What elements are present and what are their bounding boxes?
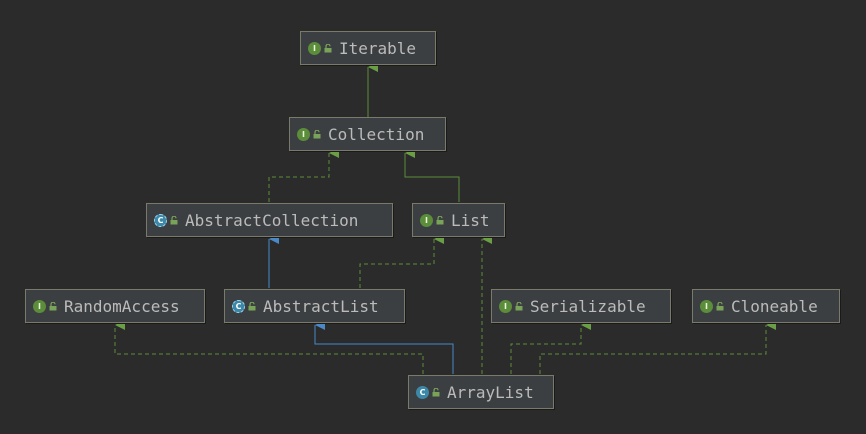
class-icon: C xyxy=(416,385,429,399)
public-lock-icon xyxy=(716,301,724,310)
node-iterable[interactable]: I Iterable xyxy=(300,31,436,65)
abstract-class-icon: C xyxy=(232,299,245,313)
node-list[interactable]: I List xyxy=(412,203,505,237)
node-label: Iterable xyxy=(339,38,417,58)
public-lock-icon xyxy=(324,43,332,52)
node-label: Cloneable xyxy=(731,296,818,316)
node-label: AbstractList xyxy=(263,296,379,316)
interface-icon: I xyxy=(700,299,713,313)
node-serializable[interactable]: I Serializable xyxy=(491,289,671,323)
node-label: RandomAccess xyxy=(64,296,180,316)
edge-arraylist-randomaccess xyxy=(114,320,424,374)
interface-icon: I xyxy=(33,299,46,313)
node-random-access[interactable]: I RandomAccess xyxy=(25,289,205,323)
public-lock-icon xyxy=(170,215,178,224)
edge-arraylist-cloneable xyxy=(539,320,776,374)
node-abstract-list[interactable]: C AbstractList xyxy=(224,289,405,323)
public-lock-icon xyxy=(248,301,256,310)
abstract-class-icon: C xyxy=(154,213,167,227)
edge-abstractlist-list xyxy=(359,234,444,288)
node-label: ArrayList xyxy=(447,382,534,402)
interface-icon: I xyxy=(297,127,310,141)
node-label: Collection xyxy=(328,124,425,144)
node-label: AbstractCollection xyxy=(185,210,359,230)
public-lock-icon xyxy=(436,215,444,224)
public-lock-icon xyxy=(432,387,440,396)
public-lock-icon xyxy=(49,301,57,310)
edge-list-collection xyxy=(404,148,460,202)
edge-arraylist-abstractlist xyxy=(314,320,454,374)
node-label: List xyxy=(451,210,490,230)
node-array-list[interactable]: C ArrayList xyxy=(408,375,554,409)
edge-arraylist-serializable xyxy=(510,320,591,374)
node-label: Serializable xyxy=(530,296,646,316)
interface-icon: I xyxy=(308,41,321,55)
node-abstract-collection[interactable]: C AbstractCollection xyxy=(146,203,393,237)
node-collection[interactable]: I Collection xyxy=(289,117,446,151)
edge-abstractcollection-collection xyxy=(268,148,339,202)
interface-icon: I xyxy=(499,299,512,313)
public-lock-icon xyxy=(313,129,321,138)
node-cloneable[interactable]: I Cloneable xyxy=(692,289,840,323)
public-lock-icon xyxy=(515,301,523,310)
interface-icon: I xyxy=(420,213,433,227)
